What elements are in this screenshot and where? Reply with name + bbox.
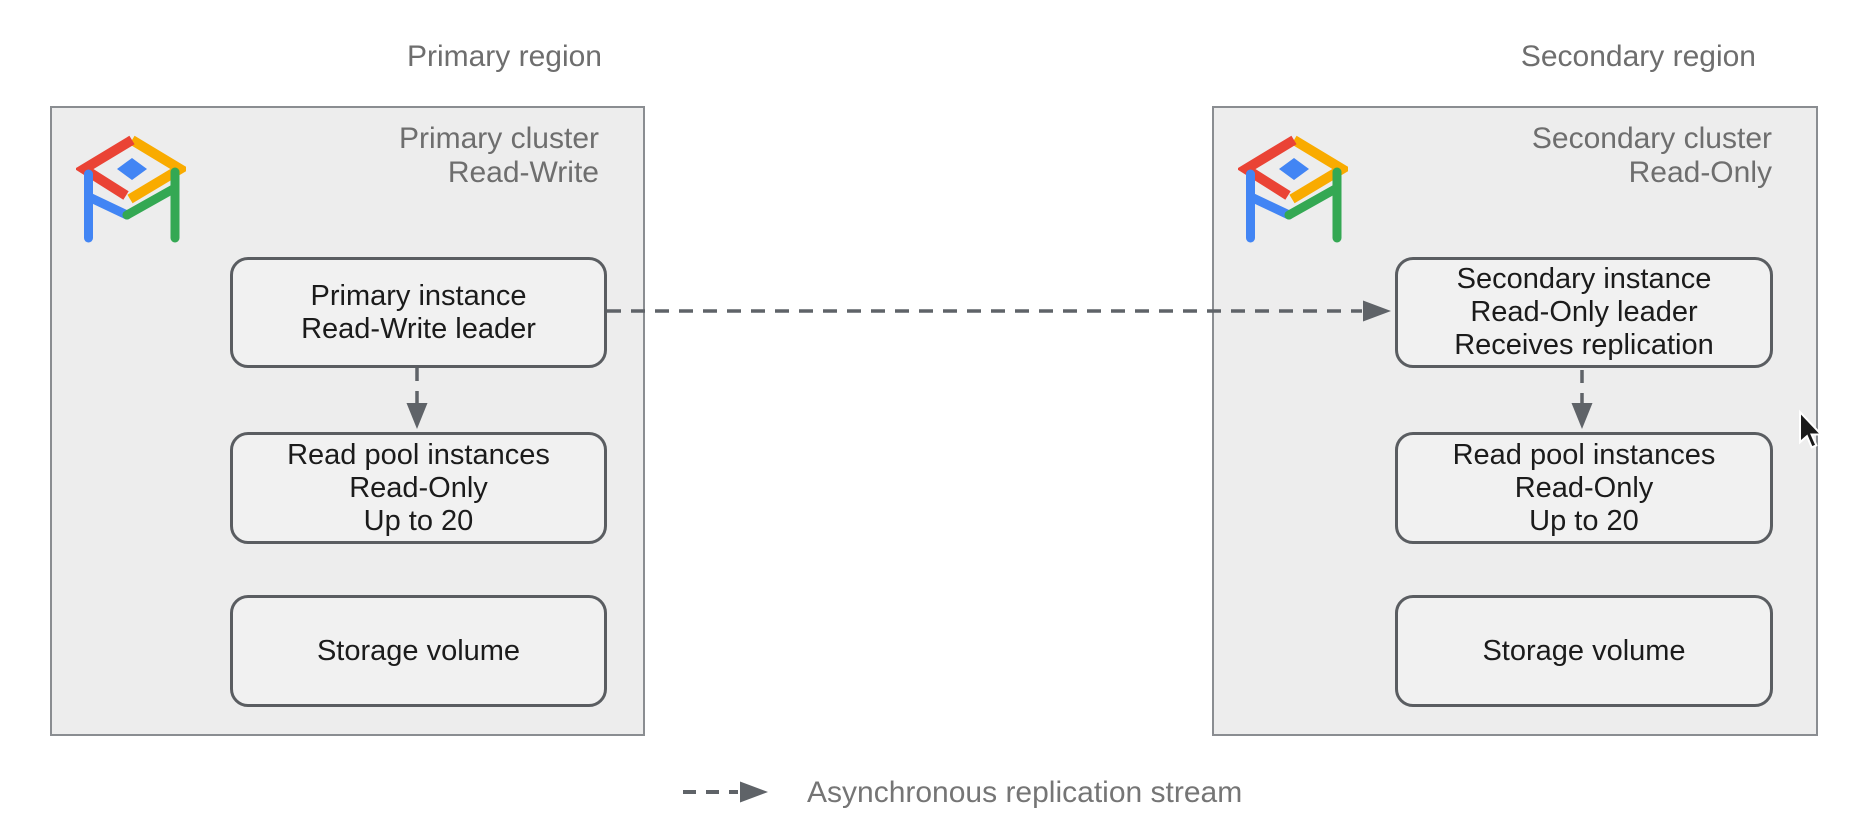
cluster-title-line: Read-Write	[447, 156, 599, 189]
node-text-line: Secondary instance	[1456, 263, 1712, 295]
node-text-line: Read-Write leader	[301, 312, 536, 345]
secondary-cluster-title: Secondary cluster Read-Only	[1532, 122, 1772, 190]
node-text-line: Up to 20	[363, 504, 474, 537]
node-text-line: Read-Only	[1514, 471, 1654, 504]
node-text-line: Up to 20	[1529, 504, 1639, 537]
primary-region-label: Primary region	[406, 40, 602, 73]
cluster-title-line: Secondary cluster	[1531, 122, 1772, 155]
node-text-line: Storage volume	[316, 634, 521, 667]
primary-storage-volume-node: Storage volume	[230, 595, 607, 707]
cluster-title-line: Primary cluster	[398, 122, 599, 155]
node-text-line: Primary instance	[310, 279, 527, 312]
secondary-cluster-box: Secondary cluster Read-Only Secondary in…	[1212, 106, 1818, 736]
node-text-line: Read pool instances	[1452, 438, 1716, 471]
alloydb-logo-icon	[1238, 135, 1348, 243]
legend-label: Asynchronous replication stream	[807, 776, 1243, 809]
node-text-line: Storage volume	[1482, 634, 1686, 667]
secondary-region-label: Secondary region	[1520, 40, 1756, 73]
secondary-instance-node: Secondary instance Read-Only leader Rece…	[1395, 257, 1773, 368]
legend-dashed-arrow-icon	[683, 781, 768, 803]
secondary-read-pool-node: Read pool instances Read-Only Up to 20	[1395, 432, 1773, 544]
node-text-line: Read pool instances	[287, 438, 550, 471]
primary-cluster-title: Primary cluster Read-Write	[399, 122, 599, 190]
node-text-line: Read-Only leader	[1470, 296, 1698, 328]
node-text-line: Receives replication	[1454, 329, 1714, 361]
alloydb-logo-icon	[76, 135, 186, 243]
node-text-line: Read-Only	[349, 471, 488, 504]
primary-read-pool-node: Read pool instances Read-Only Up to 20	[230, 432, 607, 544]
primary-cluster-box: Primary cluster Read-Write Primary insta…	[50, 106, 645, 736]
primary-instance-node: Primary instance Read-Write leader	[230, 257, 607, 368]
secondary-storage-volume-node: Storage volume	[1395, 595, 1773, 707]
cluster-title-line: Read-Only	[1628, 156, 1772, 189]
